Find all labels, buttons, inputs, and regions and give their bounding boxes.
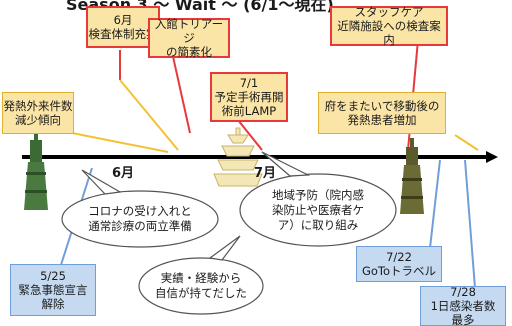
event-fever-decline: 発熱外来件数 減少傾向 xyxy=(2,92,74,134)
bubble-regional-shape xyxy=(239,173,397,247)
connector-fever xyxy=(71,132,169,153)
bubble-balance-text: コロナの受け入れと 通常診療の両立準備 xyxy=(88,204,192,233)
connector-triage xyxy=(171,51,191,134)
champagne-tower-icon xyxy=(213,127,263,187)
bubble-balance-shape xyxy=(61,190,219,248)
connector-lamp xyxy=(237,119,263,151)
event-june-inspection: 6月 検査体制充実 xyxy=(86,6,160,48)
timeline-arrowhead xyxy=(486,151,498,163)
month-july: 7月 xyxy=(254,166,277,181)
connector-cross xyxy=(454,134,479,151)
event-triage-simplification: 入館トリアージ の簡素化 xyxy=(148,17,230,59)
tower-icon xyxy=(24,130,48,210)
event-emergency-lift: 5/25 緊急事態宣言 解除 xyxy=(10,264,96,316)
connector-goto xyxy=(429,159,441,249)
connector-june-yellow xyxy=(119,79,179,151)
event-july-lamp: 7/1 予定手術再開 術前LAMP xyxy=(210,72,288,122)
connector-daily-max xyxy=(464,159,476,289)
bubble-confidence-text: 実績・経験から 自信が持てだした xyxy=(155,271,247,300)
event-daily-max: 7/28 1日感染者数 最多 xyxy=(420,285,506,326)
bubble-regional-text: 地域予防（院内感 染防止や医療者ケ ア）に取り組み xyxy=(272,187,364,232)
month-june: 6月 xyxy=(112,166,135,181)
event-staff-care: スタッフケア 近隣施設への検査案内 xyxy=(330,5,448,47)
event-goto-travel: 7/22 GoToトラベル xyxy=(356,246,442,282)
tower-icon xyxy=(400,138,424,214)
bubble-confidence-shape xyxy=(138,257,264,315)
event-cross-prefecture: 府をまたいで移動後の 発熱患者増加 xyxy=(318,92,446,134)
